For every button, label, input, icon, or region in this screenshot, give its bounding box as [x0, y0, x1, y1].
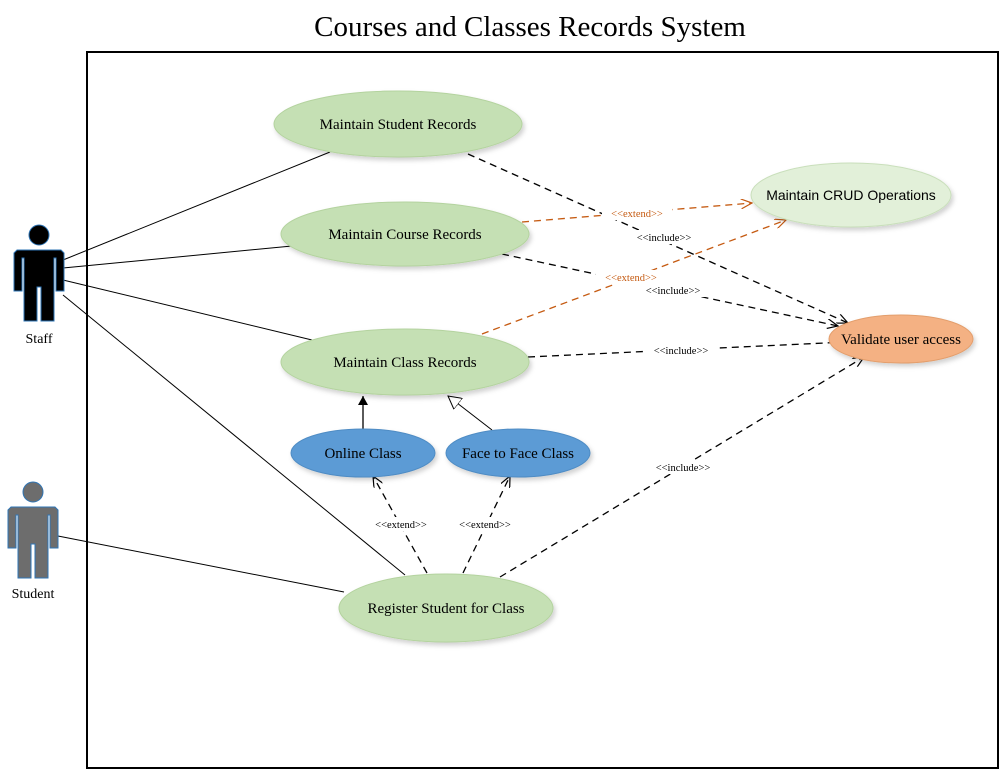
- use-case-face-to-face-class[interactable]: Face to Face Class: [445, 428, 591, 478]
- use-case-shape: [750, 162, 952, 228]
- actor-staff[interactable]: Staff: [13, 224, 65, 347]
- use-case-shape: [280, 328, 530, 396]
- use-case-shape: [280, 201, 530, 267]
- association-staff-student-records: [62, 151, 331, 261]
- label-bg: [596, 270, 666, 284]
- use-case-shape: [273, 90, 523, 158]
- use-case-label: Validate user access: [841, 332, 961, 348]
- label-bg: [452, 517, 518, 531]
- extend-label-face-to-face: <<extend>>: [459, 520, 511, 531]
- label-bg: [602, 206, 672, 220]
- use-case-validate-user-access[interactable]: Validate user access: [828, 314, 974, 364]
- extend-register-online-class: [373, 476, 428, 574]
- extend-course-records-crud: [521, 203, 752, 223]
- extend-label-course-crud: <<extend>>: [611, 209, 663, 220]
- staff-figure-icon: [13, 224, 65, 322]
- use-case-register-student-for-class[interactable]: Register Student for Class: [338, 573, 554, 643]
- use-case-label: Register Student for Class: [367, 601, 524, 617]
- student-figure-icon: [7, 481, 59, 579]
- association-staff-register-student: [62, 294, 406, 576]
- use-case-maintain-class-records[interactable]: Maintain Class Records: [280, 328, 530, 396]
- association-student-register-student: [57, 535, 345, 593]
- use-case-label: Maintain Class Records: [333, 355, 476, 371]
- actor-student[interactable]: Student: [7, 481, 59, 602]
- use-case-maintain-student-records[interactable]: Maintain Student Records: [273, 90, 523, 158]
- extend-label-class-crud: <<extend>>: [605, 273, 657, 284]
- staff-label: Staff: [26, 332, 53, 347]
- use-case-shape: [828, 314, 974, 364]
- association-staff-class-records: [62, 279, 313, 341]
- label-bg: [368, 517, 434, 531]
- student-label: Student: [12, 587, 55, 602]
- label-bg: [646, 343, 716, 357]
- use-case-shape: [445, 428, 591, 478]
- use-case-label: Maintain Course Records: [328, 227, 481, 243]
- include-label-student-validate: <<include>>: [637, 233, 692, 244]
- include-label-course-validate: <<include>>: [646, 286, 701, 297]
- include-label-register-validate: <<include>>: [656, 463, 711, 474]
- use-case-online-class[interactable]: Online Class: [290, 428, 436, 478]
- stereotype-labels: <<extend>> <<include>> <<extend>> <<incl…: [368, 206, 718, 531]
- use-case-label: Online Class: [324, 446, 401, 462]
- extend-crud-dependencies: [481, 203, 786, 335]
- use-case-shape: [338, 573, 554, 643]
- label-bg: [630, 230, 700, 244]
- use-case-shape: [290, 428, 436, 478]
- extend-label-online-class: <<extend>>: [375, 520, 427, 531]
- diagram-title: Courses and Classes Records System: [314, 11, 746, 43]
- label-bg: [638, 283, 708, 297]
- label-bg: [648, 460, 718, 474]
- associations: [57, 151, 406, 593]
- use-case-maintain-crud-operations[interactable]: Maintain CRUD Operations: [750, 162, 952, 228]
- use-case-label: Maintain Student Records: [320, 117, 477, 133]
- include-register-validate: [499, 357, 864, 578]
- association-staff-course-records: [62, 245, 293, 269]
- use-case-maintain-course-records[interactable]: Maintain Course Records: [280, 201, 530, 267]
- face-to-face-generalization-arrow: [448, 396, 493, 431]
- system-boundary: [86, 51, 999, 769]
- use-case-label: Face to Face Class: [462, 446, 574, 462]
- include-label-class-validate: <<include>>: [654, 346, 709, 357]
- use-case-label: Maintain CRUD Operations: [766, 187, 936, 203]
